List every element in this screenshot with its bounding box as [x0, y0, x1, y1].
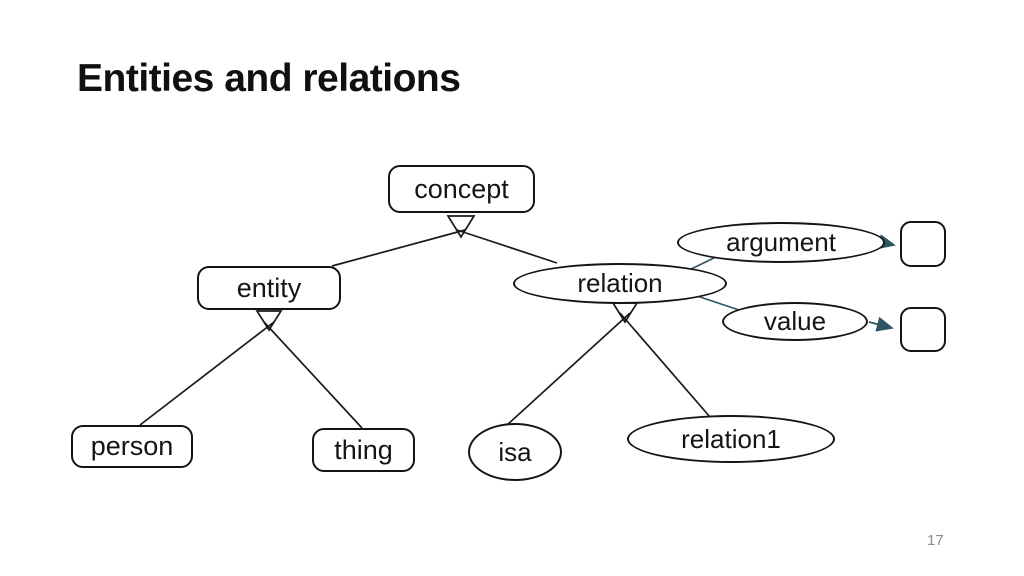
node-concept-label: concept — [414, 173, 509, 204]
node-argument-target-box — [900, 221, 946, 267]
node-value-target-box — [900, 307, 946, 352]
node-concept: concept — [388, 165, 535, 213]
edge-relation-relation1 — [619, 312, 711, 418]
node-relation-label: relation — [577, 268, 663, 298]
edge-relation-isa — [506, 312, 631, 426]
node-entity-label: entity — [236, 272, 302, 303]
slide-title: Entities and relations — [77, 57, 461, 100]
node-person-label: person — [90, 431, 174, 461]
node-value: value — [722, 302, 868, 341]
generalization-triangle-entity — [255, 310, 283, 332]
node-argument-label: argument — [726, 227, 836, 257]
node-entity: entity — [197, 266, 341, 310]
edge-entity-person — [139, 321, 275, 426]
generalization-triangle-concept — [446, 215, 476, 239]
edge-entity-thing — [263, 321, 363, 429]
slide-page-number: 17 — [927, 532, 944, 549]
node-person: person — [71, 425, 193, 468]
node-isa: isa — [468, 423, 562, 481]
node-thing: thing — [312, 428, 415, 472]
node-relation: relation — [513, 263, 727, 304]
edge-concept-entity — [331, 229, 466, 267]
node-relation1-label: relation1 — [681, 423, 781, 454]
arrow-value-target — [868, 316, 894, 332]
node-argument: argument — [677, 222, 885, 263]
edge-concept-relation — [456, 229, 558, 264]
node-relation1: relation1 — [627, 415, 835, 463]
node-isa-label: isa — [498, 436, 532, 467]
edge-relation-value — [693, 294, 743, 312]
node-thing-label: thing — [334, 434, 393, 465]
arrow-argument-target — [877, 234, 896, 250]
node-value-label: value — [763, 306, 827, 336]
